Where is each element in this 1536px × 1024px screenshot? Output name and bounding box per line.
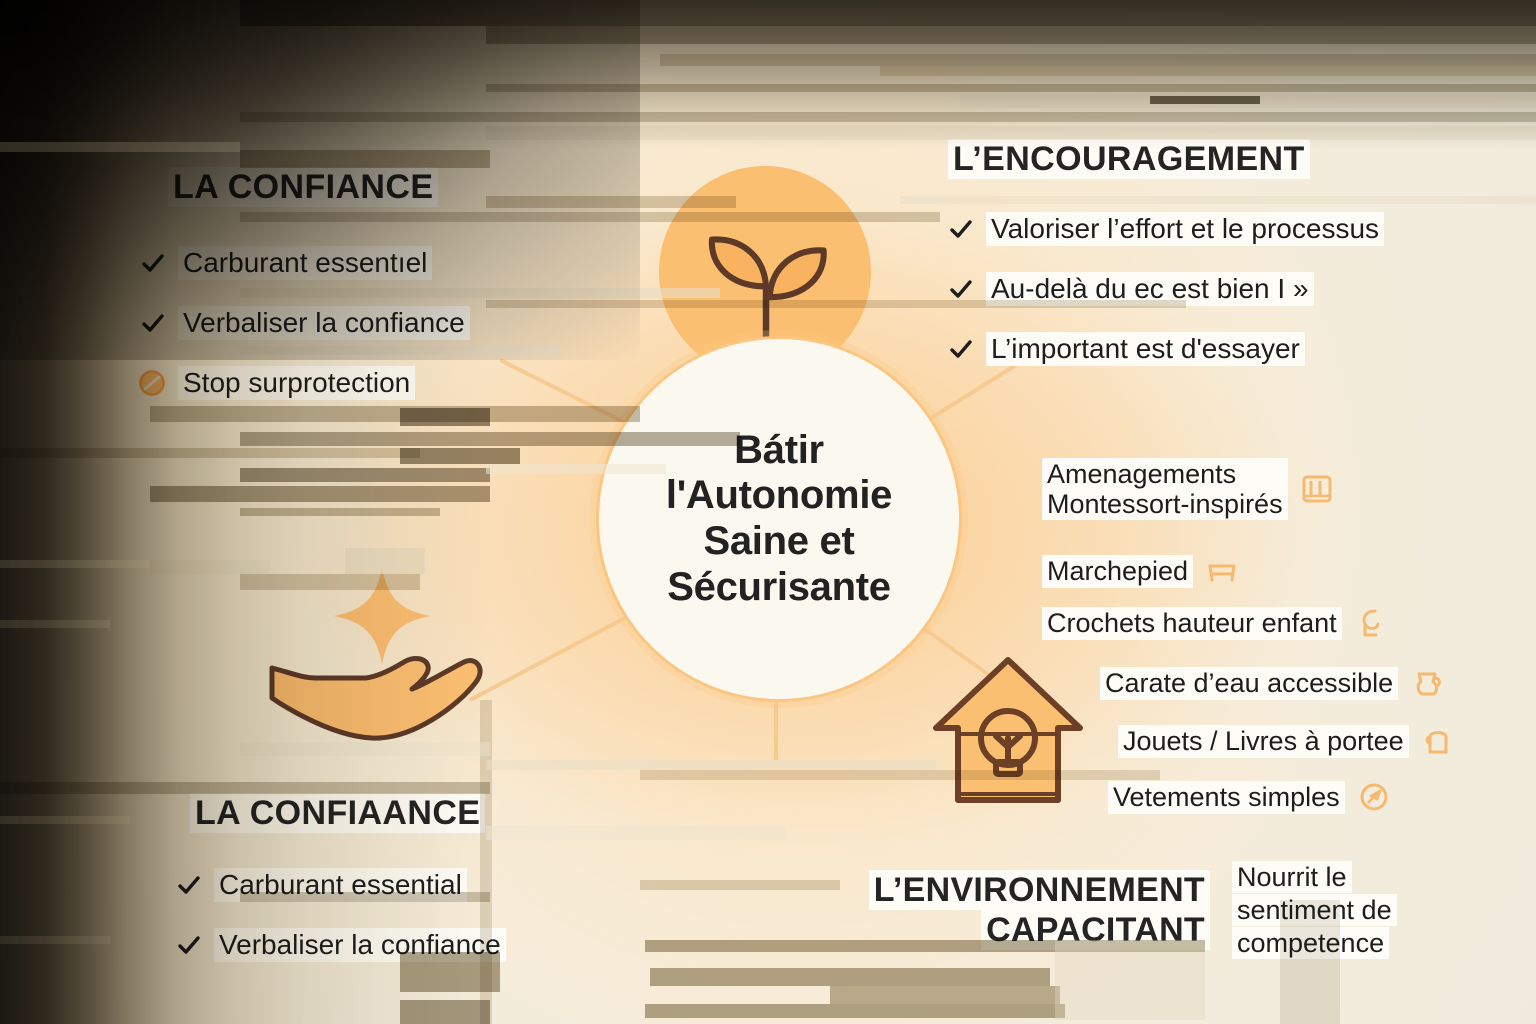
env-item-label: Jouets / Livres à portee <box>1118 724 1409 758</box>
bullet-confiance-bottom-2: Verbaliser la confiance <box>176 928 506 962</box>
bullet-label: L’important est d'essayer <box>986 332 1305 366</box>
check-icon <box>142 254 164 272</box>
section-title-environnement: L’ENVIRONNEMENT CAPACITANT <box>790 830 1210 951</box>
env-item-4: Carate d’eau accessible <box>1100 666 1444 700</box>
check-icon <box>950 340 972 358</box>
page-title: Bátir l'Autonomie Saine et Sécurisante <box>665 427 893 609</box>
bullet-label: Au-delà du ec est bien I » <box>986 272 1314 306</box>
bullet-label: Verbaliser la confiance <box>178 306 470 340</box>
bullet-encouragement-3: L’important est d'essayer <box>948 332 1305 366</box>
bread-book-icon <box>1425 731 1448 754</box>
env-item-label: Amenagements Montessort-inspirés <box>1042 458 1288 521</box>
hook-icon <box>1362 609 1380 637</box>
env-item-label: Vetements simples <box>1108 780 1345 814</box>
center-circle: Bátir l'Autonomie Saine et Sécurisante <box>596 336 962 702</box>
sprout-icon <box>708 236 827 369</box>
prohibited-icon <box>139 370 165 396</box>
check-icon <box>178 936 200 954</box>
check-icon <box>950 280 972 298</box>
shelf-icon <box>1302 475 1332 503</box>
check-icon <box>950 220 972 238</box>
bullet-label: Stop surprotection <box>178 366 416 400</box>
env-item-2: Marchepied <box>1042 554 1239 588</box>
bullet-confiance-top-2: Verbaliser la confiance <box>140 306 470 340</box>
env-item-label: Carate d’eau accessible <box>1100 666 1399 700</box>
bullet-label: Verbaliser la confiance <box>214 928 506 962</box>
check-icon <box>178 876 200 894</box>
house-lightbulb-icon <box>933 657 1083 803</box>
env-item-6: Vetements simples <box>1108 780 1391 814</box>
open-hand-sparkle-icon <box>269 568 483 741</box>
bullet-confiance-top-1: Carburant essentıel <box>140 246 433 280</box>
garment-icon <box>1360 783 1388 811</box>
bullet-label: Valoriser l’effort et le processus <box>986 212 1385 246</box>
bullet-label: Carburant essential <box>214 868 467 902</box>
water-pitcher-icon <box>1416 672 1442 696</box>
environnement-note: Nourrit le sentiment de competence <box>1232 828 1397 960</box>
bullet-label: Carburant essentıel <box>178 246 433 280</box>
section-title-confiance-bottom: LA CONFIAANCE <box>190 793 486 833</box>
section-title-confiance-top: LA CONFIANCE <box>168 167 439 207</box>
bullet-confiance-bottom-1: Carburant essential <box>176 868 467 902</box>
env-item-3: Crochets hauteur enfant <box>1042 606 1388 640</box>
check-icon <box>142 314 164 332</box>
step-stool-icon <box>1208 564 1236 582</box>
bullet-encouragement-1: Valoriser l’effort et le processus <box>948 212 1385 246</box>
env-item-label: Marchepied <box>1042 554 1194 588</box>
env-item-5: Jouets / Livres à portee <box>1118 724 1455 758</box>
bullet-encouragement-2: Au-delà du ec est bien I » <box>948 272 1314 306</box>
bullet-confiance-top-3: Stop surprotection <box>138 366 416 400</box>
env-item-label: Crochets hauteur enfant <box>1042 606 1342 640</box>
section-title-encouragement: L’ENCOURAGEMENT <box>948 139 1310 179</box>
env-item-1: Amenagements Montessort-inspirés <box>1042 458 1334 521</box>
